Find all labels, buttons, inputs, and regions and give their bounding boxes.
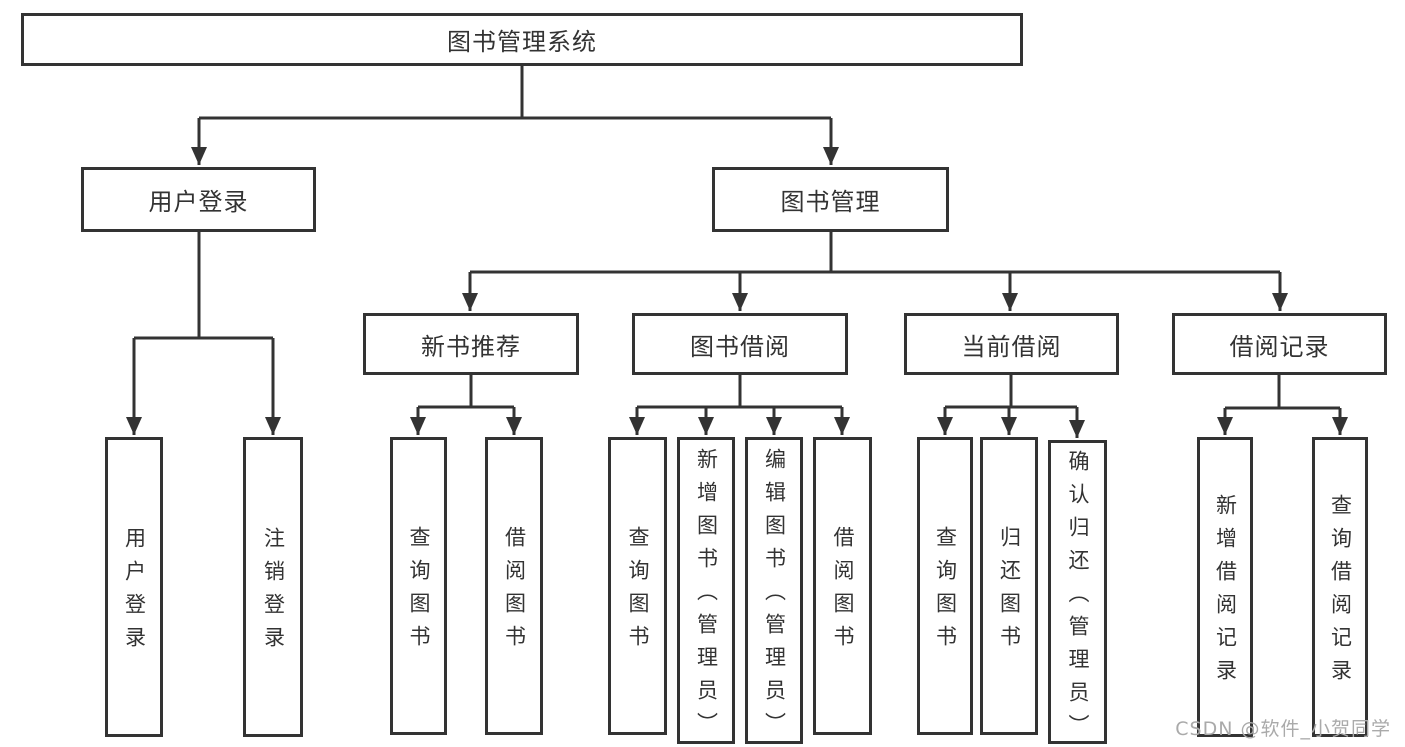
node-library-system: 图书管理系统: [21, 13, 1023, 66]
leaf-return-books-label: 归还图书: [997, 526, 1022, 658]
node-user-login: 用户登录: [81, 167, 316, 232]
leaf-borrow-books-1-label: 借阅图书: [502, 526, 527, 658]
leaf-add-borrow-record-label: 新增借阅记录: [1213, 494, 1238, 692]
leaf-confirm-return-admin-label: 确认归还（管理员）: [1066, 449, 1090, 747]
leaf-query-books-1: 查询图书: [390, 437, 447, 735]
leaf-add-books-admin-label: 新增图书（管理员）: [694, 448, 719, 745]
node-current-borrow: 当前借阅: [904, 313, 1119, 375]
leaf-query-books-3: 查询图书: [917, 437, 973, 735]
leaf-borrow-books-1: 借阅图书: [485, 437, 543, 735]
watermark-text: CSDN @软件_小贺同学: [1175, 718, 1391, 740]
node-book-management: 图书管理: [712, 167, 949, 232]
leaf-logout: 注销登录: [243, 437, 303, 737]
node-borrow-records: 借阅记录: [1172, 313, 1387, 375]
leaf-borrow-books-2-label: 借阅图书: [831, 526, 855, 658]
leaf-return-books: 归还图书: [980, 437, 1038, 735]
leaf-query-borrow-record: 查询借阅记录: [1312, 437, 1368, 737]
leaf-query-books-3-label: 查询图书: [933, 526, 958, 658]
leaf-query-books-1-label: 查询图书: [407, 526, 431, 658]
node-book-borrow: 图书借阅: [632, 313, 848, 375]
leaf-query-borrow-record-label: 查询借阅记录: [1328, 494, 1353, 692]
leaf-edit-books-admin-label: 编辑图书（管理员）: [762, 448, 787, 745]
leaf-edit-books-admin: 编辑图书（管理员）: [745, 437, 803, 745]
leaf-add-books-admin: 新增图书（管理员）: [677, 437, 735, 745]
leaf-query-books-2-label: 查询图书: [626, 526, 650, 658]
leaf-user-login: 用户登录: [105, 437, 163, 737]
leaf-borrow-books-2: 借阅图书: [813, 437, 872, 735]
leaf-confirm-return-admin: 确认归还（管理员）: [1048, 440, 1107, 747]
node-new-book-recommend: 新书推荐: [363, 313, 579, 375]
leaf-query-books-2: 查询图书: [608, 437, 667, 735]
leaf-logout-label: 注销登录: [261, 527, 286, 659]
leaf-user-login-label: 用户登录: [122, 527, 147, 659]
leaf-add-borrow-record: 新增借阅记录: [1197, 437, 1253, 737]
